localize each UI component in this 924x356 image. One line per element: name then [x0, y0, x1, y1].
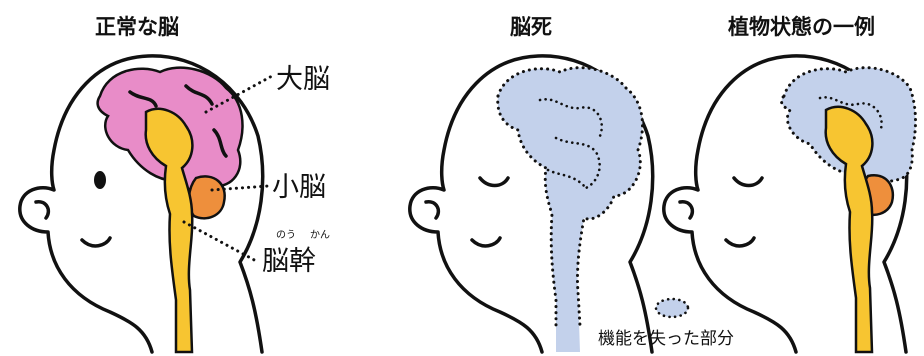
ear-vegetative — [678, 200, 695, 220]
panel-normal-brain: 正常な脳 大脳 小脳 のう かん 脳幹 — [18, 15, 330, 354]
eye-closed-vegetative — [732, 176, 764, 188]
lost-boundary-vegetative — [780, 66, 917, 185]
label-cerebrum: 大脳 — [276, 64, 330, 95]
ear-brain-death — [424, 200, 441, 220]
ear-normal — [34, 200, 51, 220]
mouth-vegetative — [724, 236, 756, 248]
cerebrum-fold-3 — [212, 128, 228, 158]
head-outline-normal — [18, 54, 265, 354]
panel-brain-death: 脳死 機能を失った部分 — [408, 15, 734, 354]
legend-label-lost-function: 機能を失った部分 — [598, 329, 734, 349]
panel-vegetative-state: 植物状態の一例 — [662, 15, 917, 354]
lost-inner-fold-1 — [538, 97, 603, 138]
title-vegetative-state: 植物状態の一例 — [728, 15, 875, 39]
cerebrum-fold-2 — [184, 84, 214, 106]
head-outline-vegetative — [662, 54, 909, 354]
label-brainstem: 脳幹 — [262, 246, 316, 277]
cerebrum-fold-1 — [128, 90, 158, 108]
lost-inner-fold-2 — [554, 136, 601, 190]
legend-swatch-outline — [654, 297, 690, 319]
lost-inner-fold-3 — [546, 168, 588, 190]
cerebellum-region — [187, 175, 226, 220]
title-brain-death: 脳死 — [510, 15, 552, 39]
lost-whole-brain-region — [497, 67, 643, 353]
leader-brainstem — [182, 220, 260, 264]
head-outline-brain-death — [408, 54, 655, 354]
eye-open — [94, 171, 106, 189]
leader-cerebrum — [204, 74, 274, 114]
brainstem-region — [144, 107, 194, 354]
lost-boundary-brain-death — [496, 66, 644, 328]
ruby-brainstem-2: かん — [310, 229, 330, 241]
lost-cerebrum-fold — [818, 95, 883, 134]
ruby-brainstem-1: のう — [276, 229, 296, 241]
title-normal-brain: 正常な脳 — [95, 15, 179, 39]
mouth-brain-death — [470, 236, 502, 248]
mouth-normal — [80, 236, 112, 248]
label-cerebellum: 小脳 — [272, 172, 326, 203]
eye-closed-brain-death — [478, 176, 510, 188]
legend-swatch-lost — [656, 299, 688, 317]
brainstem-region-vegetative — [824, 105, 874, 354]
